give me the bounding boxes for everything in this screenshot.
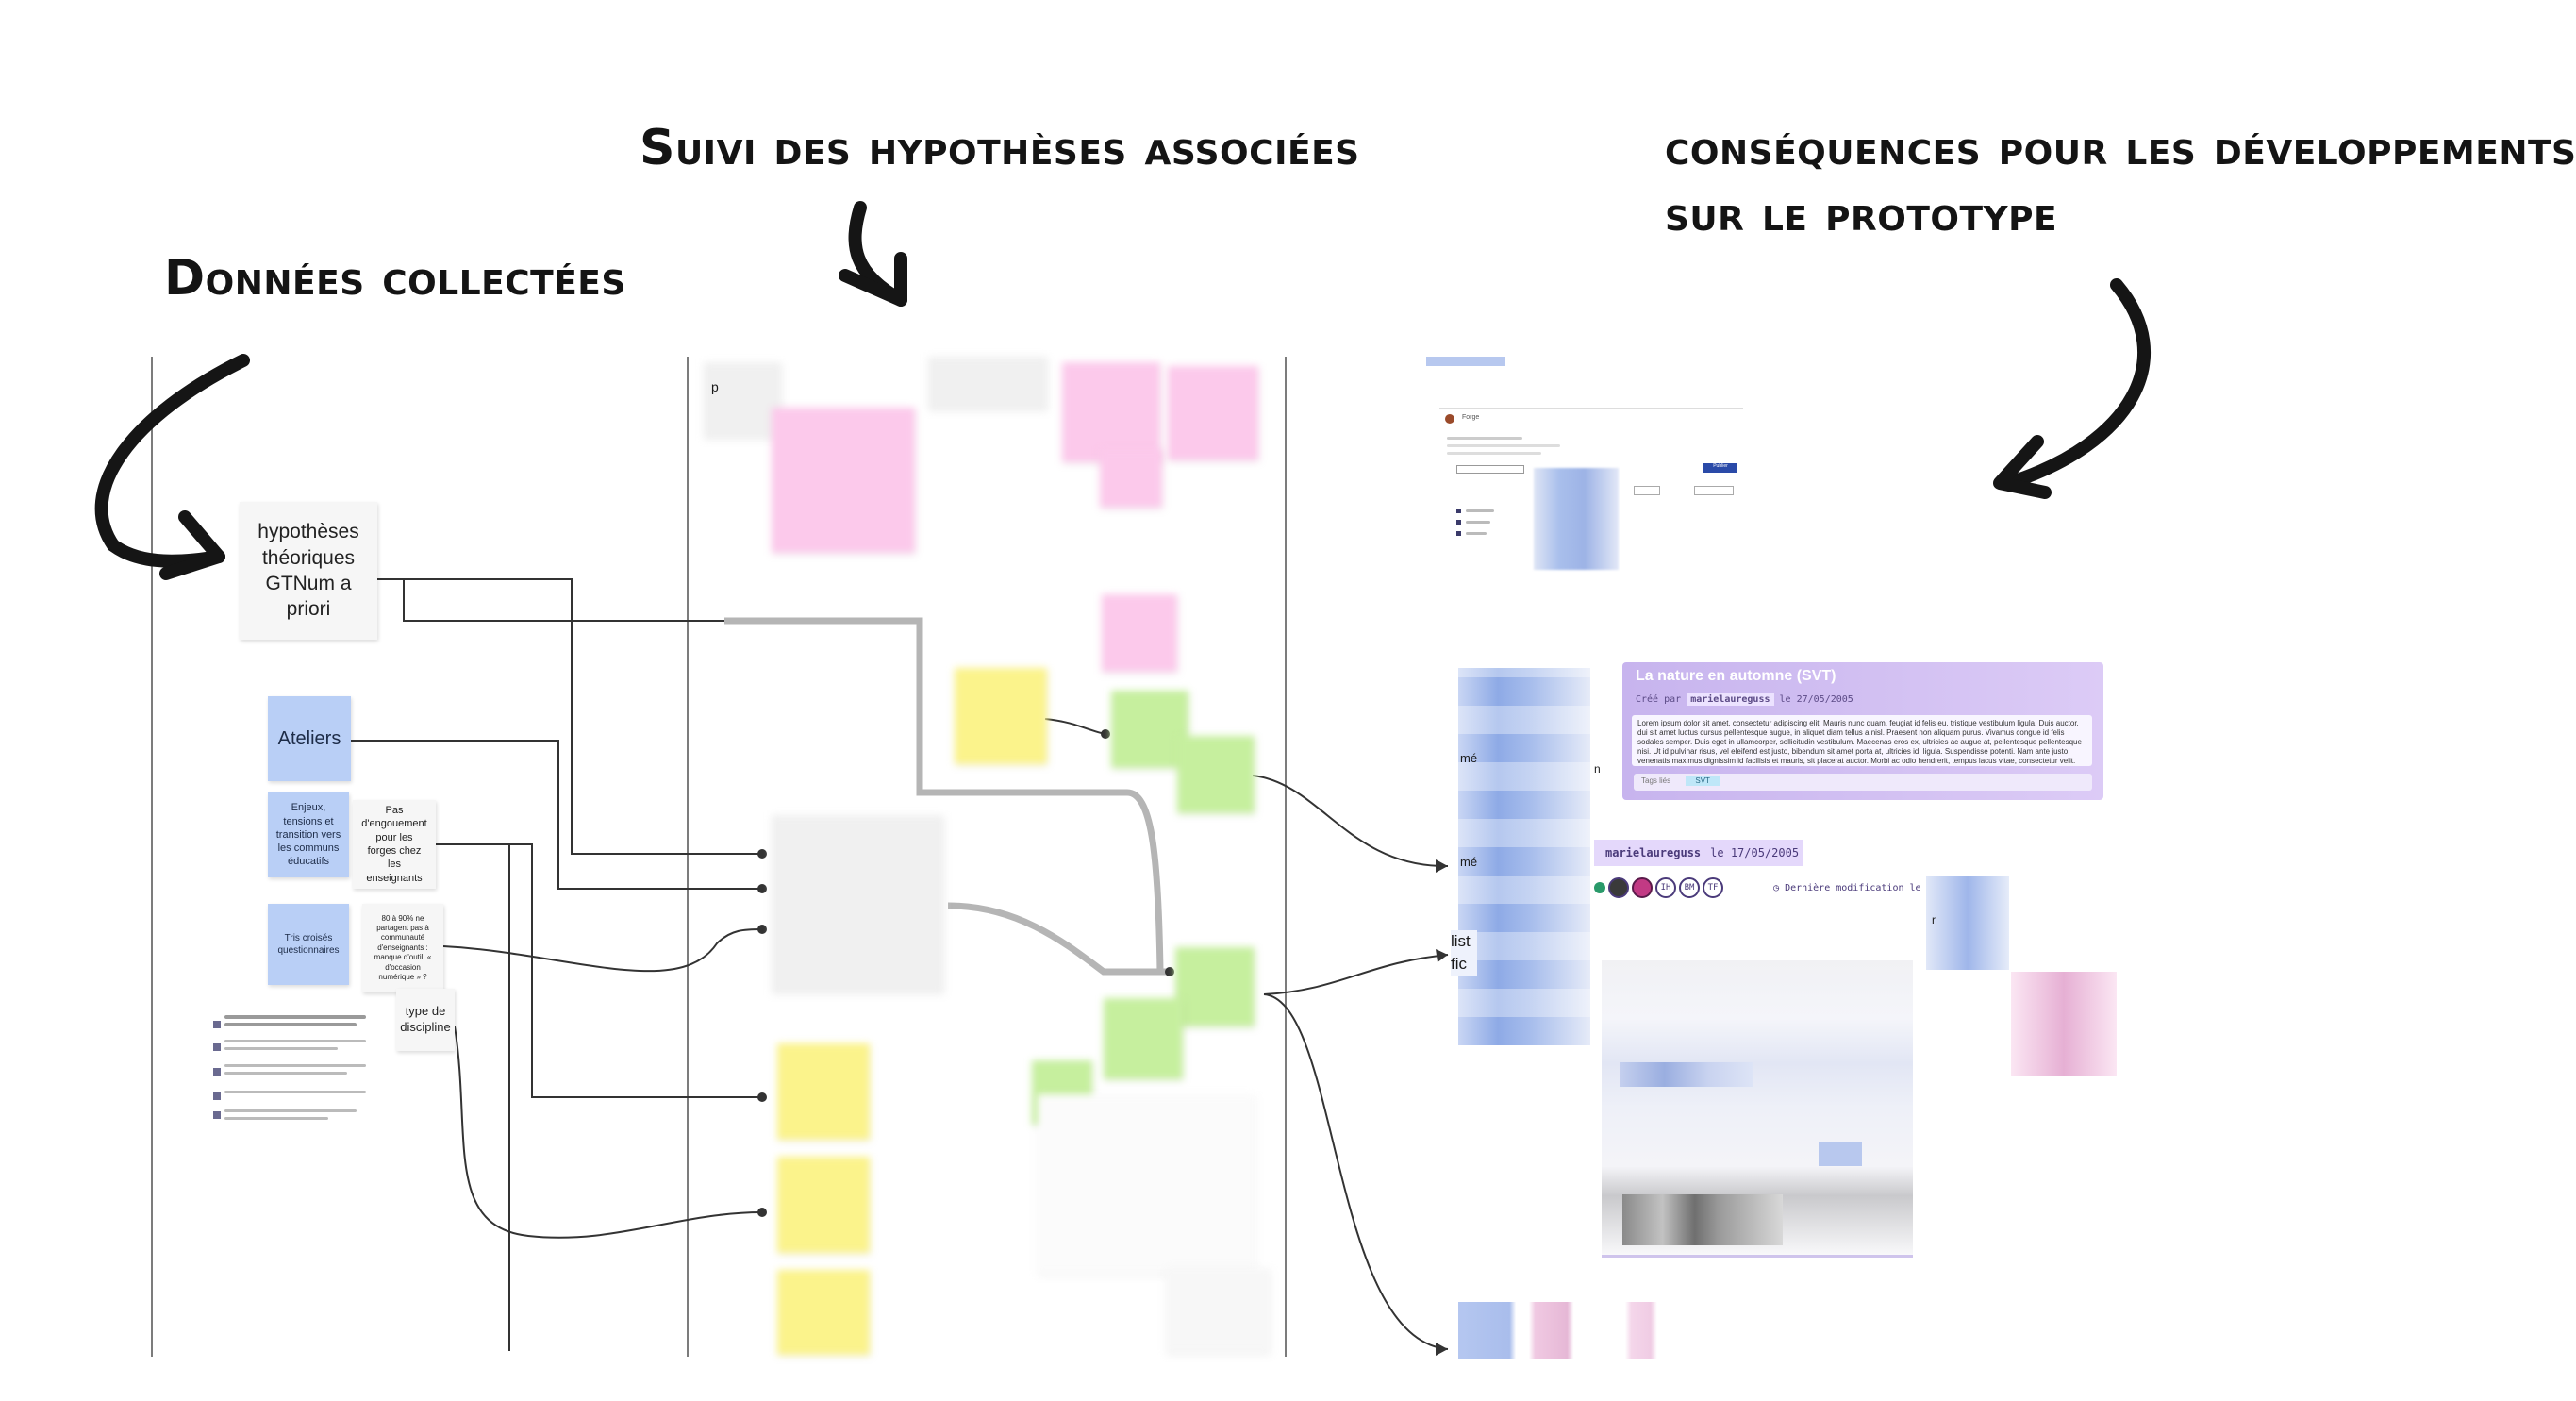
prototype-card-body: Lorem ipsum dolor sit amet, consectetur …: [1632, 715, 2092, 766]
connector-stat: [442, 928, 763, 973]
last-modified: ◷ Dernière modification le 17/05/2021: [1773, 883, 1984, 893]
avatar-icon[interactable]: [1632, 877, 1653, 898]
avatar-icon[interactable]: [1608, 877, 1629, 898]
note-stat-partage[interactable]: 80 à 90% ne partagent pas à communauté d…: [362, 904, 443, 992]
pixelated-cell-1: [1620, 1062, 1753, 1087]
avatar-row: IH BM TF: [1594, 877, 1723, 898]
sticky-green-1[interactable]: [1111, 691, 1188, 768]
pixelated-block-2: [1458, 668, 1590, 1045]
sticky-pink-5[interactable]: [1102, 594, 1177, 672]
arrow-consequences-head-icon: [1993, 435, 2052, 499]
connector-pas-engouement: [436, 843, 762, 1098]
pixelated-block-pink: [2011, 972, 2117, 1076]
prototype-card-meta: Créé par marielaureguss le 27/05/2005: [1636, 693, 1853, 706]
connector-ateliers: [351, 740, 762, 890]
avatar-tf[interactable]: TF: [1703, 877, 1723, 898]
sticky-grey-top[interactable]: [928, 357, 1047, 409]
sticky-green-4[interactable]: [1104, 998, 1183, 1079]
fragment-list-fic: list fic: [1451, 930, 1477, 976]
prototype-card-date: le 27/05/2005: [1779, 694, 1853, 705]
fragment-p: p: [711, 379, 719, 394]
arrow-consequences-icon: [2003, 278, 2151, 490]
sticky-yellow-1[interactable]: [955, 668, 1047, 764]
user-tag-date: le 17/05/2005: [1710, 846, 1800, 859]
heading-consequences-line2: sur le prototype: [1665, 186, 2058, 242]
connector-yellow-green: [1044, 718, 1106, 735]
note-pas-engouement[interactable]: Pas d'engouement pour les forges chez le…: [353, 800, 436, 889]
pixelated-block-3: [1926, 876, 2009, 970]
prototype-card-author[interactable]: marielaureguss: [1687, 693, 1774, 706]
connector-hypo-1: [377, 578, 724, 622]
prototype-card-tags: Tags liés SVT: [1634, 774, 2092, 791]
sticky-yellow-4[interactable]: [777, 1270, 870, 1355]
column-divider-left: [151, 357, 153, 1357]
forge-logo-icon: [1445, 414, 1454, 424]
prototype-card-title: La nature en automne (SVT): [1636, 668, 1836, 684]
forge-title: Forge: [1462, 414, 1480, 421]
prototype-card[interactable]: La nature en automne (SVT) Créé par mari…: [1622, 662, 2103, 800]
user-tag[interactable]: marielaureguss le 17/05/2005: [1594, 840, 1803, 866]
heading-consequences: conséquences pour les développements sur…: [1665, 115, 2576, 247]
pixelated-block-top: [1426, 357, 1505, 366]
sticky-grey-center[interactable]: [772, 815, 943, 992]
sticky-pink-4[interactable]: [1100, 449, 1162, 508]
sticky-yellow-2[interactable]: [777, 1043, 870, 1140]
arrowhead-1-icon: [1436, 859, 1448, 873]
sticky-yellow-3[interactable]: [777, 1157, 870, 1253]
note-tris-croises[interactable]: Tris croisés questionnaires: [268, 904, 349, 985]
sticky-pink-2[interactable]: [1062, 362, 1160, 462]
arrowhead-2-icon: [1436, 949, 1448, 962]
note-type-discipline[interactable]: type de discipline: [396, 989, 455, 1051]
sticky-green-2[interactable]: [1177, 736, 1255, 813]
column-divider-middle-left: [687, 357, 689, 1357]
arrow-hypotheses-head-icon: [839, 252, 907, 307]
fragment-n: n: [1594, 762, 1601, 776]
heading-consequences-line1: conséquences pour les développements: [1665, 120, 2576, 176]
pixelated-block-1: [1534, 468, 1619, 570]
sticky-green-3[interactable]: [1175, 947, 1255, 1026]
avatar-bm[interactable]: BM: [1679, 877, 1700, 898]
forge-publish-button[interactable]: Publier: [1703, 463, 1737, 473]
fragment-r: r: [1932, 913, 1936, 926]
fragment-me-1: mé: [1460, 751, 1478, 765]
note-ateliers[interactable]: Ateliers: [268, 696, 351, 781]
connector-green-proto-3: [1263, 993, 1449, 1350]
prototype-card-created-by: Créé par: [1636, 694, 1682, 705]
sticky-grey-top-left[interactable]: [704, 362, 781, 438]
connector-hypo-2: [377, 578, 762, 855]
arrowhead-3-icon: [1436, 1343, 1448, 1356]
column-divider-middle-right: [1285, 357, 1287, 1357]
connector-green-proto-2: [1263, 954, 1449, 995]
mini-table-sketch: [1166, 1268, 1270, 1353]
fragment-me-2: mé: [1460, 855, 1478, 869]
connector-green-proto-1: [1252, 775, 1449, 868]
connector-discipline: [454, 1026, 763, 1239]
avatar-ih[interactable]: IH: [1655, 877, 1676, 898]
mini-document-list: [213, 1011, 374, 1134]
clock-icon: ◷: [1773, 883, 1780, 893]
user-tag-author: marielaureguss: [1605, 846, 1702, 859]
sticky-pink-1[interactable]: [772, 408, 915, 553]
online-dot-icon: [1594, 882, 1605, 893]
arrow-collected-icon: [94, 354, 250, 568]
note-enjeux[interactable]: Enjeux, tensions et transition vers les …: [268, 792, 349, 877]
thick-connector-b: [947, 902, 1170, 976]
prototype-card-tags-label: Tags liés: [1641, 776, 1671, 785]
pixelated-cell-2: [1622, 1194, 1783, 1245]
arrow-collected-head-icon: [159, 510, 225, 580]
heading-collected-data: Données collectées: [164, 250, 626, 307]
forge-search-input[interactable]: [1456, 465, 1524, 474]
thick-connector-a: [724, 617, 1170, 976]
sticky-pink-3[interactable]: [1168, 366, 1258, 460]
pixelated-strip-bottom: [1458, 1302, 1779, 1359]
mini-map-sketch: [1038, 1094, 1255, 1274]
pixelated-cell-3: [1819, 1142, 1862, 1166]
note-hypotheses-theoriques[interactable]: hypothèses théoriques GTNum a priori: [240, 502, 377, 640]
prototype-card-tag[interactable]: SVT: [1686, 776, 1720, 786]
heading-hypotheses-tracking: Suivi des hypothèses associées: [640, 120, 1360, 176]
